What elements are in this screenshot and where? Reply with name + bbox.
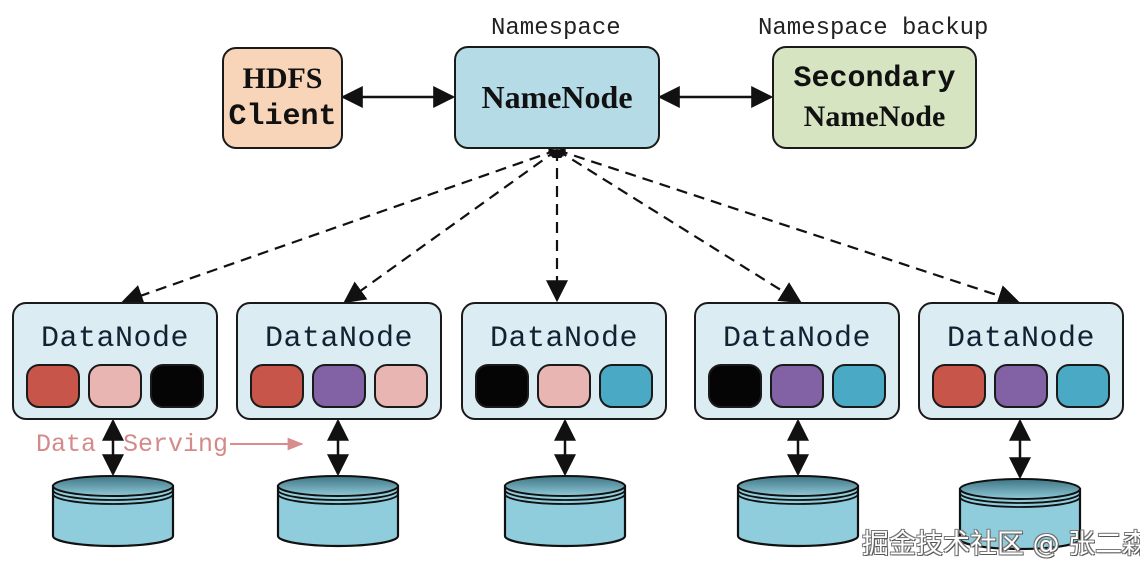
data-block-purple[interactable]	[770, 364, 824, 408]
namespace-caption: Namespace	[491, 15, 621, 42]
namenode-datanode-arrow	[343, 149, 558, 304]
data-block-black[interactable]	[708, 364, 762, 408]
disk-icon	[51, 475, 175, 548]
datanode-box[interactable]: DataNode	[918, 302, 1124, 420]
block-row	[706, 364, 888, 408]
disk-icon	[736, 475, 860, 548]
data-block-pink[interactable]	[88, 364, 142, 408]
block-row	[473, 364, 655, 408]
heartbeat-arrows	[120, 148, 1021, 307]
disk-icon	[276, 475, 400, 548]
datanode-box[interactable]: DataNode	[461, 302, 667, 420]
block-row	[930, 364, 1112, 408]
data-block-pink[interactable]	[374, 364, 428, 408]
namenode-datanode-arrow	[556, 148, 1021, 307]
data-block-purple[interactable]	[994, 364, 1048, 408]
data-serving-arrows	[102, 418, 1031, 480]
secondary-label-line2: NameNode	[803, 99, 946, 133]
datanode-label: DataNode	[722, 322, 872, 356]
hdfs-client-label-line1: HDFS	[242, 62, 323, 95]
watermark: 掘金技术社区 @ 张二森	[862, 529, 1140, 560]
namenode-box[interactable]: NameNode	[454, 46, 660, 149]
data-block-pink[interactable]	[537, 364, 591, 408]
datanode-box[interactable]: DataNode	[694, 302, 900, 420]
datanode-box[interactable]: DataNode	[12, 302, 218, 420]
data-block-black[interactable]	[475, 364, 529, 408]
data-block-teal[interactable]	[599, 364, 653, 408]
data-block-red[interactable]	[26, 364, 80, 408]
disk-icon	[958, 478, 1082, 551]
data-block-teal[interactable]	[832, 364, 886, 408]
datanode-label: DataNode	[946, 322, 1096, 356]
disks	[51, 475, 1082, 551]
datanode-box[interactable]: DataNode	[236, 302, 442, 420]
data-block-red[interactable]	[250, 364, 304, 408]
datanode-label: DataNode	[264, 322, 414, 356]
disk-icon	[503, 475, 627, 548]
namenode-datanode-arrow	[556, 149, 802, 304]
data-block-teal[interactable]	[1056, 364, 1110, 408]
block-row	[248, 364, 430, 408]
data-block-black[interactable]	[150, 364, 204, 408]
namenode-datanode-arrow	[120, 148, 558, 306]
hdfs-client-box[interactable]: HDFS Client	[222, 47, 343, 149]
data-serving-label-word1: Data	[36, 430, 97, 459]
namenode-label: NameNode	[481, 79, 633, 115]
secondary-namenode-box[interactable]: Secondary NameNode	[772, 46, 977, 149]
hdfs-client-label-line2: Client	[228, 100, 337, 134]
namespace-backup-caption: Namespace backup	[758, 15, 989, 42]
datanode-label: DataNode	[489, 322, 639, 356]
data-block-red[interactable]	[932, 364, 986, 408]
data-serving-label-word2: Serving	[123, 430, 229, 459]
datanode-label: DataNode	[40, 322, 190, 356]
block-row	[24, 364, 206, 408]
data-block-purple[interactable]	[312, 364, 366, 408]
secondary-label-line1: Secondary	[793, 61, 956, 96]
